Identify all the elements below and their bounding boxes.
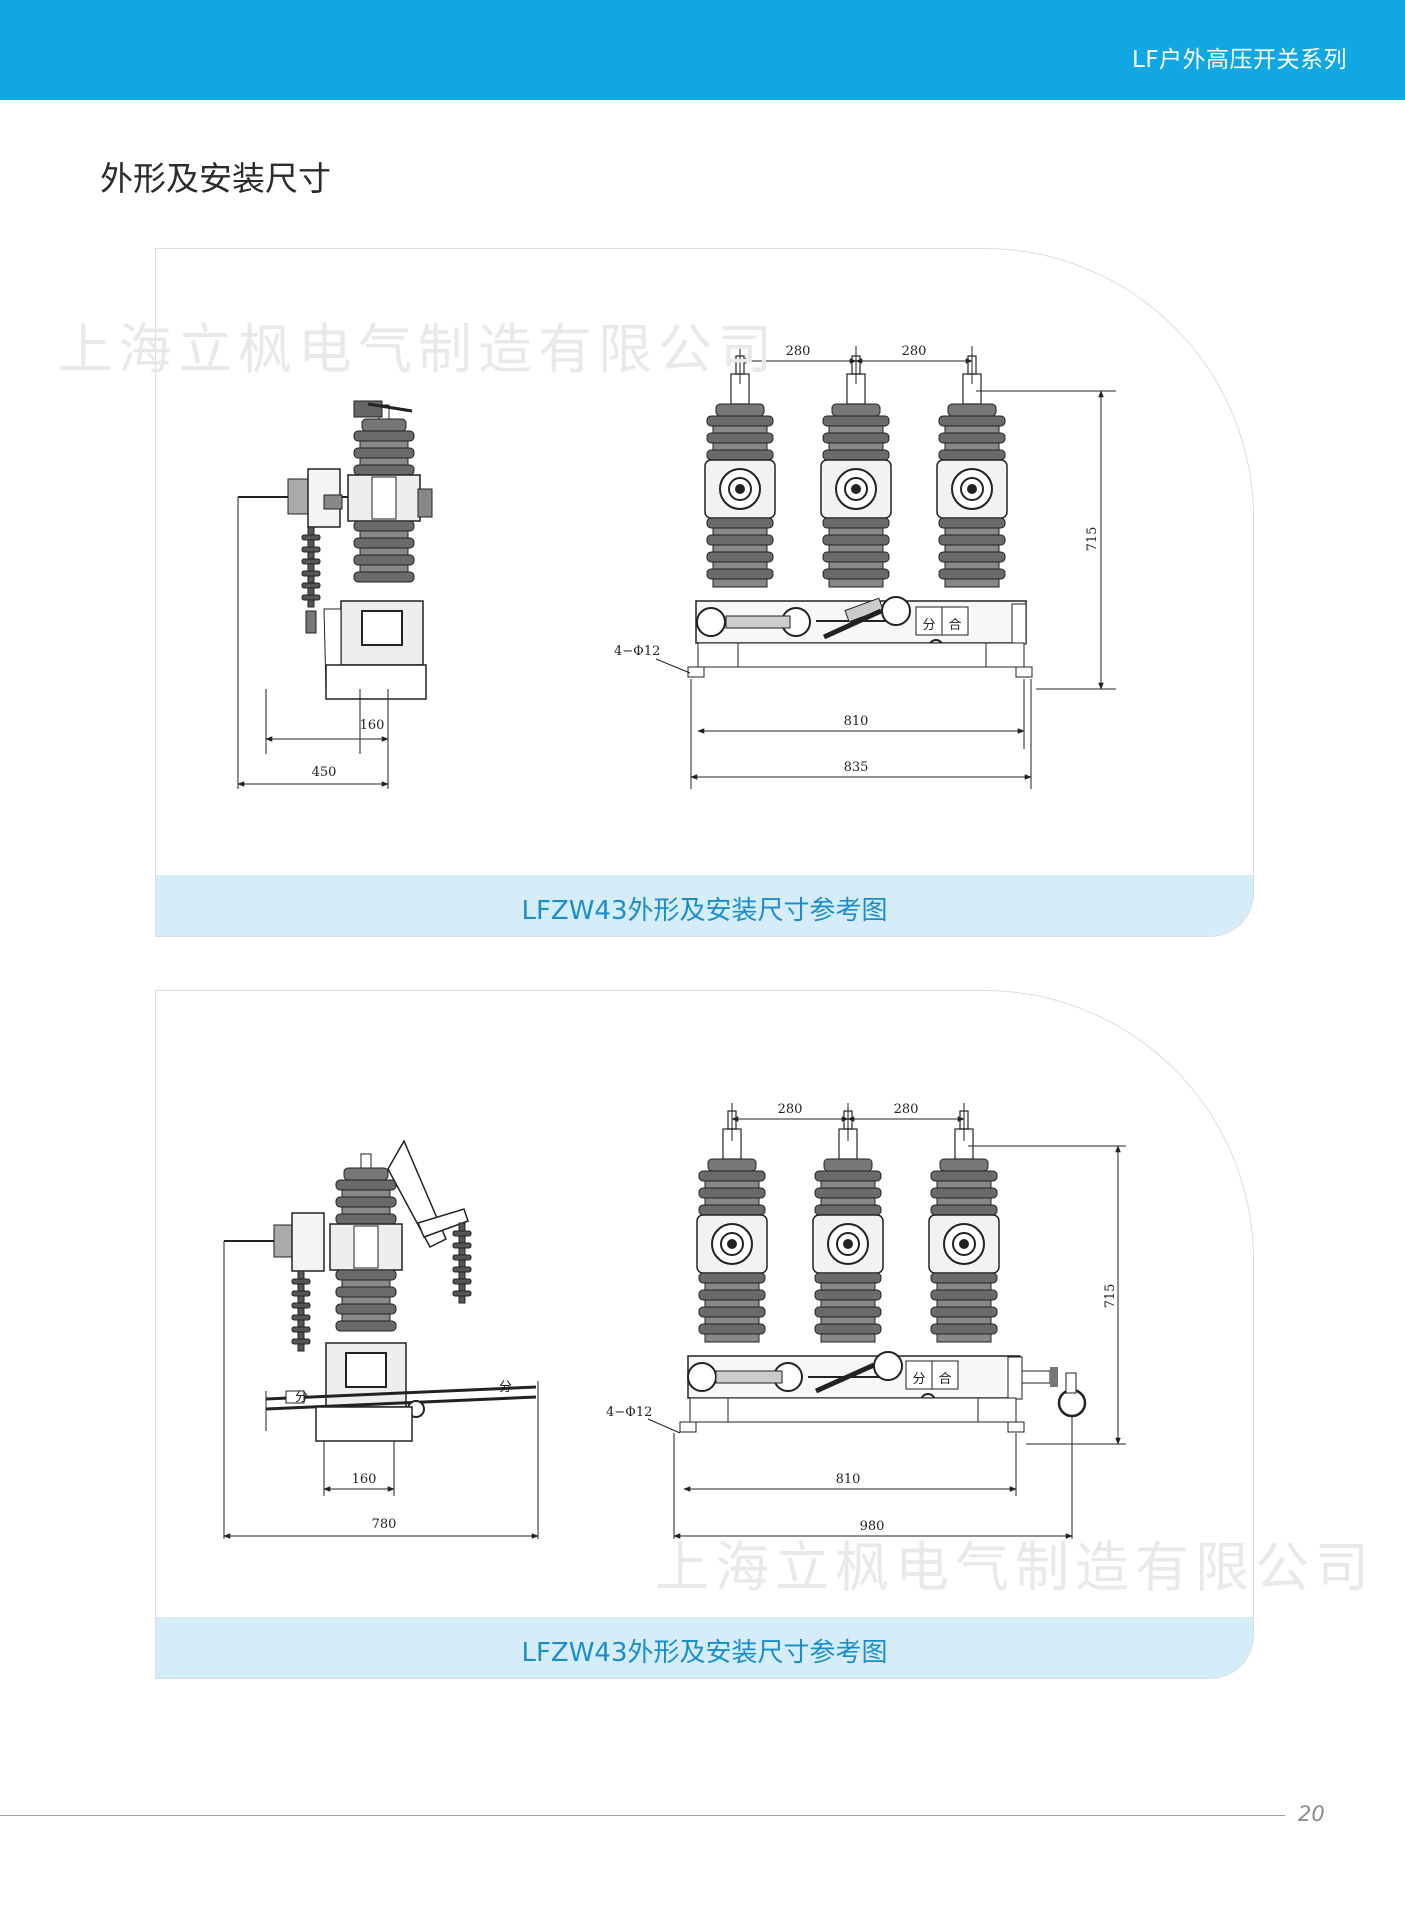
front-dim-outer-width-2: 980: [860, 1519, 885, 1534]
front-dim-inner-width-2: 810: [836, 1472, 861, 1487]
footer-divider: [0, 1815, 1285, 1816]
lever-open-label: 分: [295, 1390, 308, 1405]
front-dim-spacing-right: 280: [902, 344, 927, 359]
hole-label-2: 4−Φ12: [606, 1405, 652, 1420]
lever-close-label: 分: [499, 1380, 512, 1395]
front-view-1: 分 合: [687, 355, 1033, 678]
drawing-panel-1: 160 450 分 合: [155, 248, 1254, 937]
front-dim-height-2: 715: [1103, 1284, 1118, 1309]
caption-1: LFZW43外形及安装尺寸参考图: [521, 896, 888, 926]
front-view-2: 分 合: [679, 1110, 1087, 1433]
technical-drawing-1: 160 450 分 合: [237, 344, 1116, 789]
watermark-bottom: 上海立枫电气制造有限公司: [655, 1536, 1375, 1599]
side-dim-outer: 450: [312, 765, 337, 780]
side-view-2: [223, 1139, 539, 1539]
close-label: 合: [948, 618, 961, 633]
side-dim-inner-2: 160: [352, 1472, 377, 1487]
side-view-1: [237, 400, 433, 789]
drawing-panel-2: 分 分 160 780 分 合: [155, 990, 1254, 1679]
watermark-top: 上海立枫电气制造有限公司: [58, 318, 778, 381]
open-label: 分: [922, 618, 935, 633]
open-label-2: 分: [912, 1372, 925, 1387]
hole-label: 4−Φ12: [614, 644, 660, 659]
technical-drawing-2: 分 分 160 780 分 合: [223, 1102, 1126, 1539]
header-title: LF户外高压开关系列: [1131, 47, 1347, 73]
front-dim-spacing-left-2: 280: [778, 1102, 803, 1117]
caption-2: LFZW43外形及安装尺寸参考图: [521, 1638, 888, 1668]
front-dim-spacing-left: 280: [786, 344, 811, 359]
front-dim-height: 715: [1085, 527, 1100, 552]
header-bar: LF户外高压开关系列: [0, 0, 1405, 100]
side-dim-inner: 160: [360, 718, 385, 733]
side-dim-outer-2: 780: [372, 1517, 397, 1532]
front-dim-spacing-right-2: 280: [894, 1102, 919, 1117]
section-title: 外形及安装尺寸: [100, 159, 331, 198]
front-dim-inner-width: 810: [844, 714, 869, 729]
page-number: 20: [1298, 1802, 1325, 1826]
close-label-2: 合: [938, 1372, 951, 1387]
caption-bar-1: LFZW43外形及安装尺寸参考图: [156, 875, 1253, 936]
front-dim-outer-width: 835: [844, 760, 869, 775]
caption-bar-2: LFZW43外形及安装尺寸参考图: [156, 1617, 1253, 1678]
